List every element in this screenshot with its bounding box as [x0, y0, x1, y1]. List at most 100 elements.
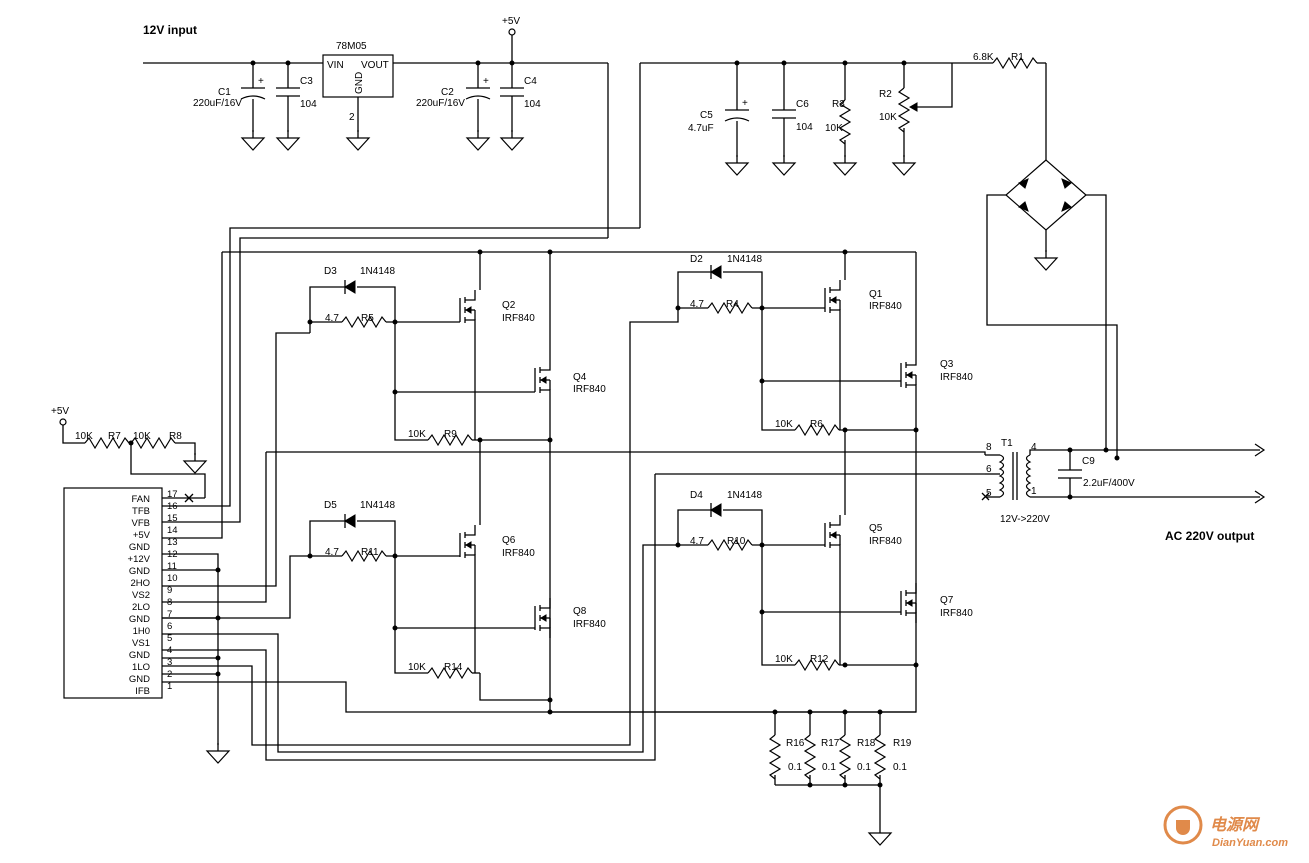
- connector-pin-number: 11: [167, 561, 177, 572]
- r7-value: 10K: [75, 431, 93, 442]
- c9-ref: C9: [1082, 456, 1095, 467]
- connector-pin-number: 9: [167, 585, 172, 596]
- r18-ref: R18: [857, 738, 876, 749]
- tfb-wire: [162, 227, 640, 507]
- c6-ref: C6: [796, 99, 809, 110]
- svg-text:+: +: [742, 98, 748, 109]
- resistor-r16: [769, 734, 781, 780]
- r1-value: 6.8K: [973, 52, 994, 63]
- connector-pin-number: 15: [167, 513, 178, 524]
- connector-pin-name: VFB: [132, 518, 150, 529]
- r3-value: 10K: [825, 123, 843, 134]
- regulator-gnd: GND: [354, 72, 365, 94]
- q3-value: IRF840: [940, 372, 973, 383]
- connector-pin-name: GND: [129, 566, 150, 577]
- input-label: 12V input: [143, 23, 197, 37]
- c3-ref: C3: [300, 76, 313, 87]
- connector-pin-name: +12V: [128, 554, 151, 565]
- mosfet-q5: [824, 514, 841, 556]
- transformer-ratio-label: 12V->220V: [1000, 514, 1050, 525]
- r16-ref: R16: [786, 738, 805, 749]
- connector-pin-number: 16: [167, 501, 178, 512]
- c2-value: 220uF/16V: [416, 98, 465, 109]
- r7-ref: R7: [108, 431, 121, 442]
- r6-ref: R6: [810, 419, 823, 430]
- connector-pin-number: 5: [167, 633, 172, 644]
- r16-value: 0.1: [788, 762, 802, 773]
- capacitor-c2: [465, 87, 491, 100]
- connector-pin-number: 6: [167, 621, 172, 632]
- q7-value: IRF840: [940, 608, 973, 619]
- diode-d2: [710, 264, 722, 280]
- connector-pin-name: VS1: [132, 638, 150, 649]
- capacitor-c5: [724, 109, 750, 122]
- output-label: AC 220V output: [1165, 529, 1254, 543]
- r12-ref: R12: [810, 654, 829, 665]
- capacitor-c1: [240, 87, 266, 100]
- connector-pin-number: 17: [167, 489, 178, 500]
- q2-ref: Q2: [502, 300, 516, 311]
- d4-value: 1N4148: [727, 490, 762, 501]
- node-a-wire: [479, 440, 986, 455]
- shunt-resistors: [769, 709, 886, 825]
- q4-ref: Q4: [573, 372, 587, 383]
- connector-pin-name: 1H0: [133, 626, 150, 637]
- r10-value: 4.7: [690, 536, 704, 547]
- connector-pin-number: 13: [167, 537, 178, 548]
- q5-value: IRF840: [869, 536, 902, 547]
- regulator-pin: 2: [349, 112, 355, 123]
- d3-ref: D3: [324, 266, 337, 277]
- mosfet-q8: [534, 597, 551, 639]
- vfb-wire: [162, 237, 608, 523]
- connector-pin-name: VS2: [132, 590, 150, 601]
- resistor-r18: [839, 734, 851, 780]
- r2-ref: R2: [879, 89, 892, 100]
- connector-pin-name: FAN: [132, 494, 151, 505]
- svg-text:+: +: [483, 76, 489, 87]
- connector-pin-number: 10: [167, 573, 178, 584]
- bridge-rectifier: [986, 159, 1118, 458]
- d5-ref: D5: [324, 500, 337, 511]
- connector-pin-name: +5V: [133, 530, 151, 541]
- r12-value: 10K: [775, 654, 793, 665]
- d2-value: 1N4148: [727, 254, 762, 265]
- q1-value: IRF840: [869, 301, 902, 312]
- t1-pin-8: 8: [986, 442, 992, 453]
- r14-ref: R14: [444, 662, 463, 673]
- plus5v-left-label: +5V: [51, 406, 69, 417]
- mosfet-q3: [900, 354, 917, 396]
- mosfet-q7: [900, 582, 917, 624]
- c3-value: 104: [300, 99, 317, 110]
- capacitor-c6: [771, 109, 797, 119]
- t1-pin-6: 6: [986, 464, 992, 475]
- diode-d3: [344, 279, 356, 295]
- r9-value: 10K: [408, 429, 426, 440]
- connector-pin-number: 3: [167, 657, 172, 668]
- r19-value: 0.1: [893, 762, 907, 773]
- r17-ref: R17: [821, 738, 840, 749]
- q8-value: IRF840: [573, 619, 606, 630]
- c4-value: 104: [524, 99, 541, 110]
- watermark-url: DianYuan.com: [1212, 837, 1288, 849]
- r8-ref: R8: [169, 431, 182, 442]
- q4-value: IRF840: [573, 384, 606, 395]
- r19-ref: R19: [893, 738, 912, 749]
- q2-value: IRF840: [502, 313, 535, 324]
- c5-value: 4.7uF: [688, 123, 714, 134]
- c2-ref: C2: [441, 87, 454, 98]
- r5-value: 4.7: [325, 313, 339, 324]
- capacitor-c9: [1057, 469, 1083, 479]
- capacitor-c3: [275, 87, 301, 97]
- c5-ref: C5: [700, 110, 713, 121]
- d5-value: 1N4148: [360, 500, 395, 511]
- q1-ref: Q1: [869, 289, 883, 300]
- q5-ref: Q5: [869, 523, 883, 534]
- resistor-r17: [804, 734, 816, 780]
- connector-pin-name: GND: [129, 614, 150, 625]
- mosfet-q4: [534, 359, 551, 401]
- r2-value: 10K: [879, 112, 897, 123]
- mosfet-q2: [459, 289, 476, 331]
- connector-pin-name: IFB: [135, 686, 150, 697]
- watermark: 电源网 DianYuan.com: [1163, 805, 1288, 849]
